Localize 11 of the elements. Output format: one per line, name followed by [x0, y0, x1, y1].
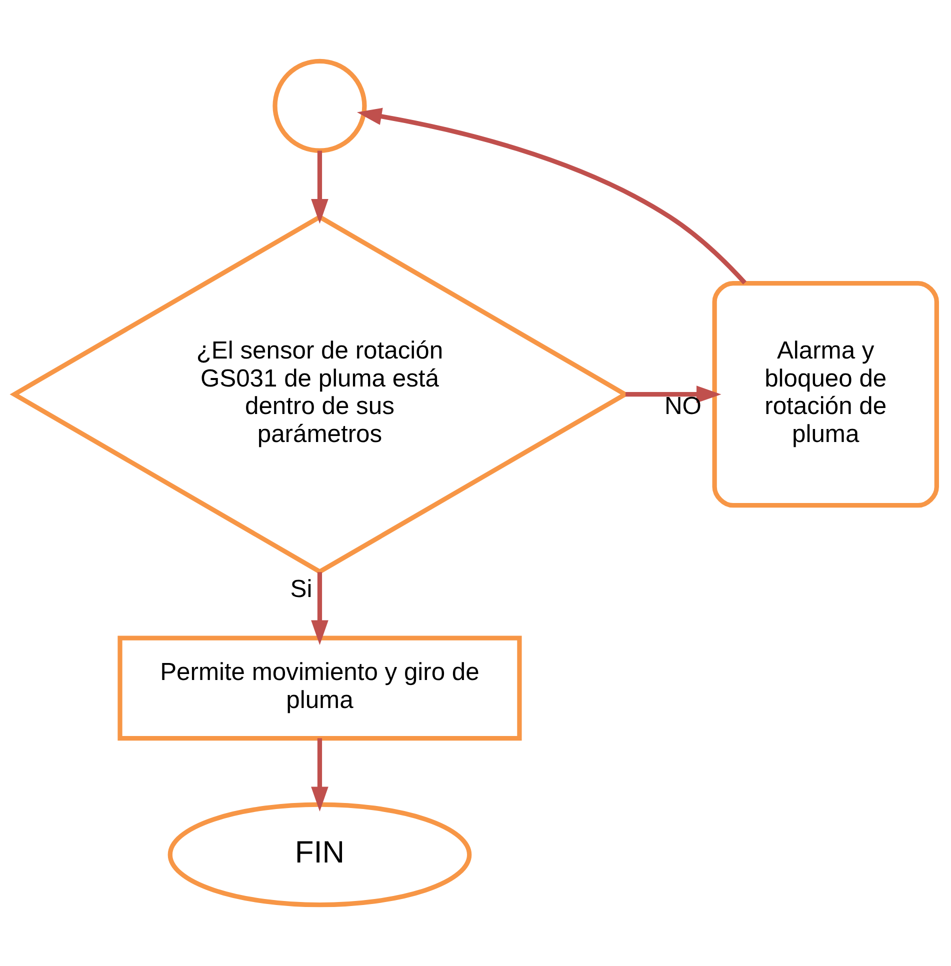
arrow — [311, 572, 328, 645]
node-ellipse: FIN — [168, 802, 472, 908]
node-box: Alarma y bloqueo de rotación de pluma — [712, 280, 939, 508]
edge-label: NO — [664, 393, 702, 420]
node-box: Permite movimiento y giro de pluma — [118, 636, 522, 741]
arrow — [356, 108, 747, 284]
arrow — [311, 738, 328, 812]
arrow — [626, 386, 722, 403]
edge-label: Si — [290, 576, 312, 603]
arrow — [311, 150, 328, 224]
node-circle — [272, 58, 367, 153]
